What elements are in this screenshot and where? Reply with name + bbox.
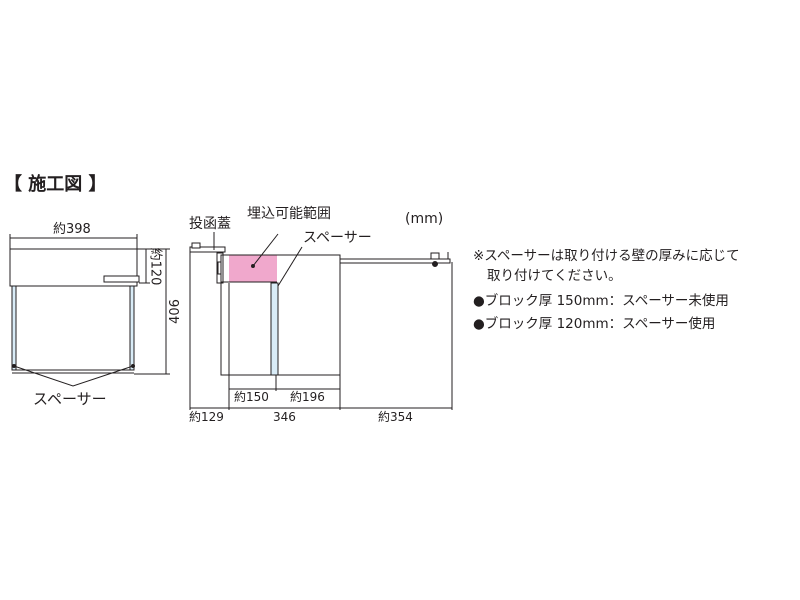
top-height-dimension-label: 約120 — [147, 247, 163, 286]
embed-range-area — [229, 255, 277, 282]
spacer — [270, 282, 279, 376]
lid-label: 投函蓋 — [189, 216, 231, 232]
note-line: ●ブロック厚 120mm：スペーサー使用 — [473, 316, 716, 332]
front-leg-left — [11, 285, 17, 371]
diagram-title: 【 施工図 】 — [4, 174, 107, 195]
spacer-leader-lines — [13, 365, 134, 387]
front-spacer-label: スペーサー — [33, 390, 107, 408]
side-view — [189, 232, 453, 410]
dim-354-label: 約354 — [378, 410, 413, 424]
width-dimension-label: 約398 — [53, 222, 91, 237]
unit-label: (mm) — [405, 211, 444, 227]
note-line: 取り付けてください。 — [487, 268, 622, 284]
lid — [189, 246, 226, 253]
dim-129-label: 約129 — [189, 410, 224, 424]
front-view — [9, 234, 170, 387]
note-line: ●ブロック厚 150mm：スペーサー未使用 — [473, 293, 729, 309]
height-dimension-label: 406 — [167, 299, 183, 324]
front-leg-right — [129, 285, 135, 371]
unit-body — [220, 254, 341, 376]
arm — [339, 258, 451, 264]
note-line: ※スペーサーは取り付ける壁の厚みに応じて — [473, 248, 740, 264]
dim-346-label: 346 — [273, 410, 296, 424]
dim-196-label: 約196 — [290, 390, 325, 404]
dim-150-label: 約150 — [234, 390, 269, 404]
embed-range-label: 埋込可能範囲 — [247, 206, 331, 222]
side-spacer-label: スペーサー — [303, 230, 372, 246]
front-flap — [103, 275, 140, 283]
